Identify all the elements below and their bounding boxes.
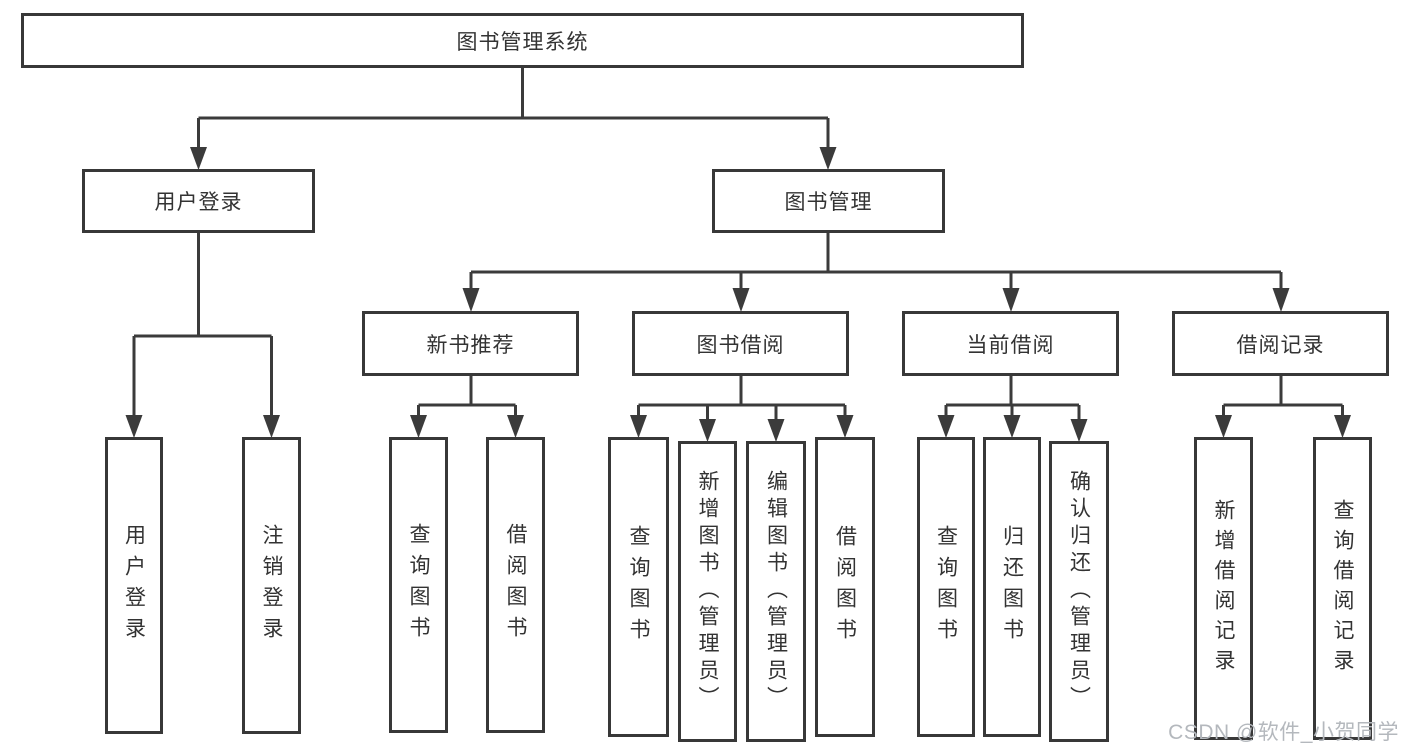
node-new-book-recommend: 新书推荐	[362, 311, 579, 376]
leaf-borrow-query-books: 查询图书	[608, 437, 669, 737]
node-root-system: 图书管理系统	[21, 13, 1024, 68]
leaf-recommend-borrow-books: 借阅图书	[486, 437, 545, 733]
csdn-watermark: CSDN @软件_小贺同学	[1168, 721, 1399, 744]
node-book-borrow: 图书借阅	[632, 311, 849, 376]
node-borrow-records: 借阅记录	[1172, 311, 1389, 376]
leaf-user-login: 用户登录	[105, 437, 163, 734]
leaf-logout: 注销登录	[242, 437, 301, 734]
node-user-login: 用户登录	[82, 169, 315, 233]
leaf-current-return-books: 归还图书	[983, 437, 1041, 737]
leaf-records-add-record: 新增借阅记录	[1194, 437, 1253, 740]
leaf-records-query-record: 查询借阅记录	[1313, 437, 1372, 740]
leaf-borrow-borrow-books: 借阅图书	[815, 437, 875, 737]
leaf-current-confirm-return-admin: 确认归还（管理员）	[1049, 441, 1109, 742]
leaf-borrow-add-books-admin: 新增图书（管理员）	[678, 441, 737, 742]
node-book-management: 图书管理	[712, 169, 945, 233]
node-current-borrow: 当前借阅	[902, 311, 1119, 376]
leaf-recommend-query-books: 查询图书	[389, 437, 448, 733]
leaf-current-query-books: 查询图书	[917, 437, 975, 737]
leaf-borrow-edit-books-admin: 编辑图书（管理员）	[746, 441, 806, 742]
